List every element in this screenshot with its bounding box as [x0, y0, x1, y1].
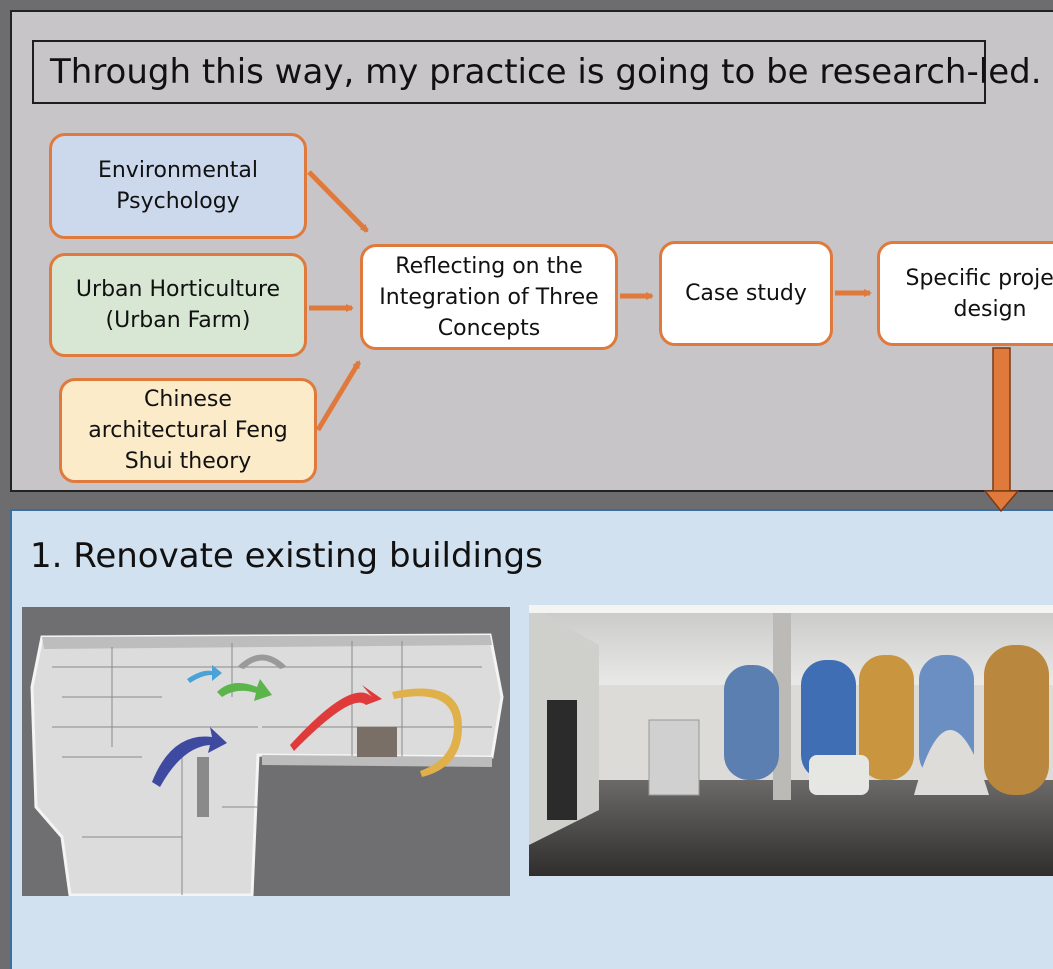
node-environmental-psychology: Environmental Psychology	[49, 133, 307, 239]
interior-render-image	[529, 605, 1053, 876]
node-specific-project-design: Specific project design	[877, 241, 1053, 346]
node-label: Urban Horticulture (Urban Farm)	[75, 277, 281, 333]
node-label: Environmental Psychology	[97, 158, 259, 214]
node-case-study: Case study	[659, 241, 833, 346]
node-label: Chinese architectural Feng Shui theory	[88, 387, 288, 474]
headline: Through this way, my practice is going t…	[32, 40, 1042, 104]
node-reflecting-integration: Reflecting on the Integration of Three C…	[360, 244, 618, 350]
axonometric-plan-image	[22, 607, 510, 896]
section-title: 1. Renovate existing buildings	[30, 536, 543, 576]
node-label: Case study	[685, 281, 807, 306]
node-urban-horticulture: Urban Horticulture (Urban Farm)	[49, 253, 307, 357]
node-label: Reflecting on the Integration of Three C…	[379, 253, 599, 341]
node-label: Specific project design	[905, 265, 1053, 322]
node-feng-shui: Chinese architectural Feng Shui theory	[59, 378, 317, 483]
